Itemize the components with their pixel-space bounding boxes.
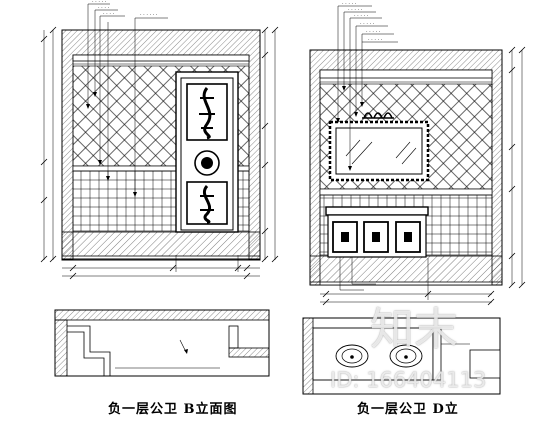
svg-text:· · · · ·: · · · · · xyxy=(348,7,363,13)
elevation-b: · · · · · · · · · · · · · · · · · · · xyxy=(40,0,279,377)
elevation-d-caption: 负一层公卫 D立 xyxy=(357,402,459,417)
floor-hatch-left xyxy=(61,231,261,257)
plan-detail-left xyxy=(54,309,270,377)
svg-text:· · · · ·: · · · · · xyxy=(366,29,381,35)
chair-rail-right xyxy=(319,188,493,196)
svg-text:· · · · ·: · · · · · xyxy=(368,37,383,43)
svg-text:· · · · ·: · · · · · xyxy=(342,1,357,7)
svg-text:· · · · ·: · · · · · xyxy=(354,13,369,19)
elevation-d: · · · · · · · · · · · · · · · · · · · · … xyxy=(302,1,526,395)
elevation-b-caption: 负一层公卫 B立面图 xyxy=(108,402,238,417)
wall-sconce xyxy=(362,112,394,119)
cornice-right xyxy=(319,69,493,79)
vanity-cabinet xyxy=(325,206,429,258)
floor-hatch-right xyxy=(309,255,503,283)
ornate-door xyxy=(175,71,239,233)
watermark-id: ID: 166404113 xyxy=(330,368,487,392)
svg-text:· · · · · ·: · · · · · · xyxy=(140,12,158,18)
plan-detail-right xyxy=(302,317,501,395)
svg-text:· · · · ·: · · · · · xyxy=(360,21,375,27)
vanity-mirror xyxy=(328,120,430,182)
cornice-left xyxy=(72,54,250,62)
watermark-logo: 知末 xyxy=(370,304,458,355)
svg-text:· · · ·: · · · · xyxy=(103,11,115,17)
svg-text:· · · ·: · · · · xyxy=(98,5,110,11)
svg-text:· · · · ·: · · · · · xyxy=(92,0,107,5)
